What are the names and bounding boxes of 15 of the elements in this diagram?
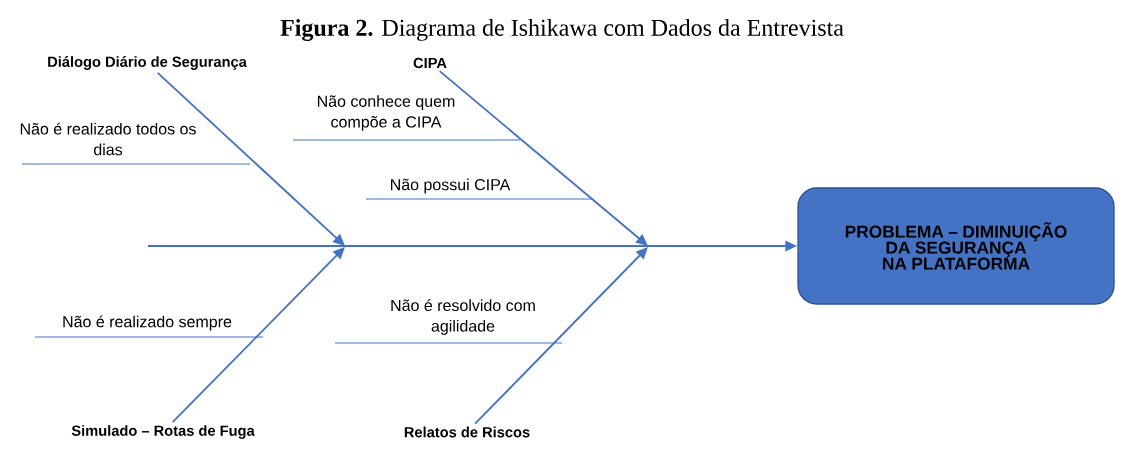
cause-label: Não é resolvido com agilidade bbox=[334, 299, 563, 344]
category-label: Simulado – Rotas de Fuga bbox=[71, 425, 255, 439]
bone-arrow bbox=[474, 247, 648, 425]
title: Figura 2. Diagrama de Ishikawa com Dados da Entrevista bbox=[280, 19, 844, 41]
category-label: CIPA bbox=[413, 57, 447, 69]
bone-arrow bbox=[156, 71, 345, 246]
category-label: Relatos de Riscos bbox=[404, 426, 530, 438]
category-label: Diálogo Diário de Segurança bbox=[48, 56, 247, 70]
cause-label: Não é realizado sempre bbox=[34, 315, 264, 338]
cause-label: Não é realizado todos os dias bbox=[20, 122, 251, 165]
bone-arrow bbox=[171, 247, 345, 424]
cause-label: Não conhece quem compõe a CIPA bbox=[292, 95, 521, 141]
bone-arrow bbox=[438, 70, 648, 246]
cause-label: Não possui CIPA bbox=[365, 178, 594, 200]
problem-box: PROBLEMA – DIMINUIÇÃO DA SEGURANÇA NA PLATAFORMA bbox=[797, 187, 1115, 305]
